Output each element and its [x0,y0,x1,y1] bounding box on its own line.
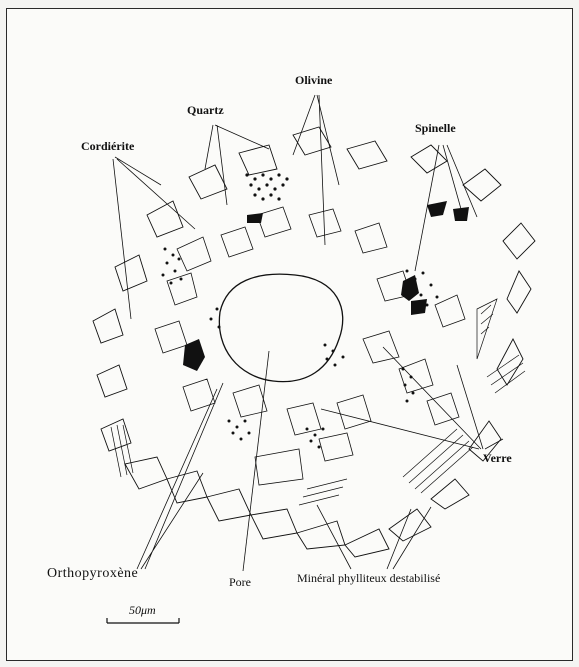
pore-shape [219,274,342,381]
orthopyroxene-leaders [137,383,223,569]
olivine-leaders [293,95,339,245]
label-mineral-phylliteux: Minéral phylliteux destabilisé [297,571,440,585]
scale-bar-label: 50μm [129,603,156,617]
scale-bar [107,618,179,623]
pore-leader [243,351,269,571]
label-spinelle: Spinelle [415,121,456,135]
label-olivine: Olivine [295,73,332,87]
dots-bottom [228,420,325,449]
label-orthopyroxene: Orthopyroxène [47,567,138,581]
striated-grains [111,299,525,505]
verre-leaders [321,347,503,449]
label-quartz: Quartz [187,103,224,117]
label-verre: Verre [483,451,512,465]
thin-section-sketch-frame: Olivine Quartz Spinelle Cordiérite Verre… [6,8,573,661]
thin-section-sketch [7,9,574,662]
label-pore: Pore [229,575,251,589]
cordierite-leaders [113,157,195,319]
dots-top [245,173,288,200]
dots-center [210,308,345,367]
mineral-phylliteux-leaders [317,505,431,569]
leader-lines [113,95,503,571]
inner-grains [155,207,465,485]
label-cordierite: Cordiérite [81,139,134,153]
